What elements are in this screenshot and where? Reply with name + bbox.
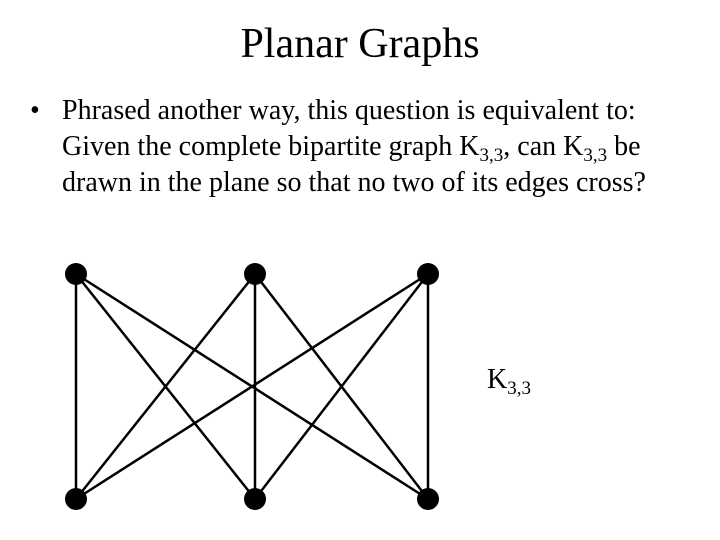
bullet-subscript-2: 3,3 xyxy=(583,145,608,166)
top-vertex-0 xyxy=(65,263,87,285)
bullet-text: Phrased another way, this question is eq… xyxy=(62,93,690,201)
bullet-item: • Phrased another way, this question is … xyxy=(30,93,690,201)
top-vertex-1 xyxy=(244,263,266,285)
bottom-vertex-2 xyxy=(417,488,439,510)
bullet-text-part-2: , can K xyxy=(503,131,584,162)
bullet-text-part-3: be drawn in the plane so that no two of … xyxy=(62,131,646,198)
graph-label: K3,3 xyxy=(487,362,531,398)
slide-title: Planar Graphs xyxy=(240,21,480,67)
edge-1-0 xyxy=(75,273,256,500)
top-vertex-2 xyxy=(417,263,439,285)
bullet-text-part-1: Phrased another way, this question is eq… xyxy=(62,95,636,162)
edge-2-1 xyxy=(254,273,429,500)
graph-label-base: K xyxy=(487,364,508,395)
edge-2-0 xyxy=(75,272,429,501)
graph-label-subscript: 3,3 xyxy=(507,378,531,399)
bottom-vertex-1 xyxy=(244,488,266,510)
bullet-icon: • xyxy=(30,95,40,126)
bullet-subscript-1: 3,3 xyxy=(479,145,504,166)
bottom-vertex-0 xyxy=(65,488,87,510)
